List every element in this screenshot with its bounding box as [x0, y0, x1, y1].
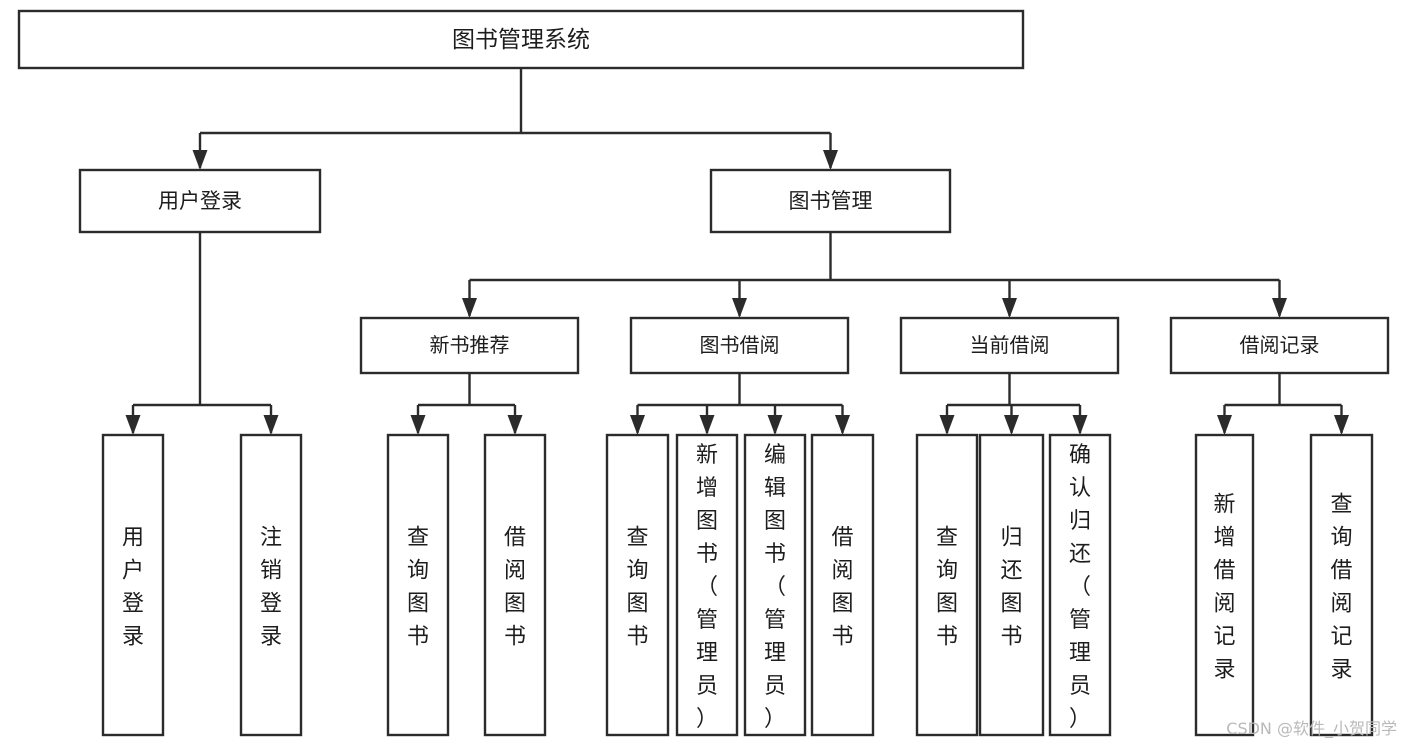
- node-root[interactable]: 图书管理系统: [17, 9, 1025, 70]
- node-leaf-logout[interactable]: 注销登录: [239, 433, 303, 737]
- node-box-leaf-query-book-1: [386, 433, 450, 737]
- arrow-head-icon: [823, 150, 838, 170]
- arrow-head-icon: [410, 415, 426, 435]
- node-leaf-edit-book[interactable]: 编辑图书（管理员）: [743, 433, 807, 737]
- node-label-leaf-user-login: 用户登录: [122, 526, 144, 650]
- node-box-leaf-add-book: [675, 433, 739, 737]
- arrow-head-icon: [462, 298, 477, 318]
- node-leaf-query-book-2[interactable]: 查询图书: [605, 433, 670, 737]
- node-label-leaf-query-record: 查询借阅记录: [1330, 493, 1352, 683]
- arrow-head-icon: [1217, 415, 1232, 435]
- node-book-manage[interactable]: 图书管理: [709, 168, 952, 234]
- arrow-head-icon: [699, 415, 715, 435]
- node-current-borrow[interactable]: 当前借阅: [899, 316, 1120, 375]
- arrow-head-icon: [1002, 298, 1017, 318]
- watermark-text: CSDN @软件_小贺同学: [1226, 719, 1397, 738]
- node-leaf-return-book[interactable]: 归还图书: [978, 433, 1045, 737]
- node-label-current-borrow: 当前借阅: [970, 333, 1050, 357]
- node-box-leaf-borrow-book-1: [483, 433, 547, 737]
- node-box-book-manage: [709, 168, 952, 234]
- node-leaf-query-book-3[interactable]: 查询图书: [915, 433, 979, 737]
- arrow-head-icon: [939, 415, 955, 435]
- node-box-user-login: [78, 168, 322, 234]
- node-box-leaf-query-book-2: [605, 433, 670, 737]
- arrow-head-icon: [192, 150, 208, 170]
- arrow-head-icon: [835, 415, 850, 435]
- node-leaf-query-record[interactable]: 查询借阅记录: [1309, 433, 1374, 737]
- node-box-leaf-user-login: [101, 433, 165, 737]
- node-box-new-book-rec: [359, 316, 580, 375]
- node-leaf-add-book[interactable]: 新增图书（管理员）: [675, 433, 739, 737]
- node-leaf-confirm-return[interactable]: 确认归还（管理员）: [1048, 433, 1112, 737]
- arrow-head-icon: [263, 415, 279, 435]
- node-label-leaf-query-book-3: 查询图书: [936, 526, 958, 650]
- node-label-book-manage: 图书管理: [789, 189, 873, 213]
- node-box-leaf-logout: [239, 433, 303, 737]
- arrow-head-icon: [1272, 298, 1287, 318]
- node-boxes: 图书管理系统用户登录图书管理新书推荐图书借阅当前借阅借阅记录用户登录注销登录查询…: [17, 9, 1390, 737]
- node-box-borrow-record: [1169, 316, 1390, 375]
- node-leaf-add-record[interactable]: 新增借阅记录: [1194, 433, 1255, 737]
- node-box-leaf-add-record: [1194, 433, 1255, 737]
- arrow-head-icon: [1334, 415, 1349, 435]
- node-box-leaf-query-book-3: [915, 433, 979, 737]
- node-leaf-user-login[interactable]: 用户登录: [101, 433, 165, 737]
- node-label-root: 图书管理系统: [452, 27, 590, 53]
- arrow-head-icon: [1004, 415, 1019, 435]
- node-box-book-borrow: [629, 316, 850, 375]
- node-label-leaf-query-book-1: 查询图书: [407, 526, 429, 650]
- node-label-leaf-borrow-book-2: 借阅图书: [831, 526, 853, 650]
- connector-lines: [125, 68, 1349, 435]
- node-user-login[interactable]: 用户登录: [78, 168, 322, 234]
- node-label-leaf-edit-book: 编辑图书（管理员）: [764, 443, 786, 732]
- node-box-root: [17, 9, 1025, 70]
- node-label-leaf-return-book: 归还图书: [1000, 526, 1022, 650]
- node-borrow-record[interactable]: 借阅记录: [1169, 316, 1390, 375]
- node-leaf-query-book-1[interactable]: 查询图书: [386, 433, 450, 737]
- node-new-book-rec[interactable]: 新书推荐: [359, 316, 580, 375]
- node-label-leaf-borrow-book-1: 借阅图书: [504, 526, 526, 650]
- node-leaf-borrow-book-1[interactable]: 借阅图书: [483, 433, 547, 737]
- node-box-current-borrow: [899, 316, 1120, 375]
- node-book-borrow[interactable]: 图书借阅: [629, 316, 850, 375]
- node-leaf-borrow-book-2[interactable]: 借阅图书: [810, 433, 875, 737]
- arrow-head-icon: [507, 415, 523, 435]
- node-label-leaf-logout: 注销登录: [260, 526, 282, 650]
- node-label-leaf-add-record: 新增借阅记录: [1213, 493, 1235, 683]
- arrow-head-icon: [630, 415, 645, 435]
- arrow-head-icon: [125, 415, 141, 435]
- node-box-leaf-borrow-book-2: [810, 433, 875, 737]
- node-box-leaf-query-record: [1309, 433, 1374, 737]
- node-label-borrow-record: 借阅记录: [1240, 333, 1320, 357]
- node-box-leaf-confirm-return: [1048, 433, 1112, 737]
- node-label-leaf-add-book: 新增图书（管理员）: [696, 443, 718, 732]
- node-label-leaf-confirm-return: 确认归还（管理员）: [1069, 443, 1091, 732]
- arrow-head-icon: [767, 415, 783, 435]
- node-box-leaf-return-book: [978, 433, 1045, 737]
- node-label-new-book-rec: 新书推荐: [430, 333, 510, 357]
- node-label-leaf-query-book-2: 查询图书: [626, 526, 648, 650]
- node-label-book-borrow: 图书借阅: [700, 333, 780, 357]
- arrow-head-icon: [1072, 415, 1088, 435]
- node-label-user-login: 用户登录: [158, 189, 242, 213]
- node-box-leaf-edit-book: [743, 433, 807, 737]
- arrow-head-icon: [732, 298, 747, 318]
